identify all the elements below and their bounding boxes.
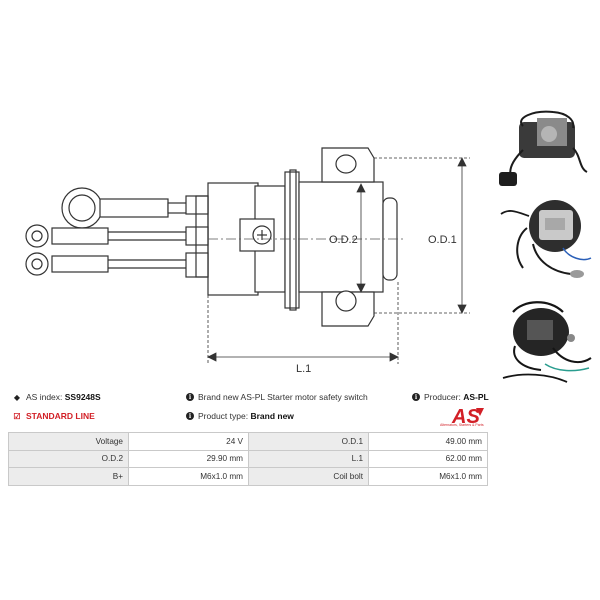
spec-label: B+ — [8, 467, 129, 486]
spec-label: L.1 — [248, 449, 369, 468]
spec-value: M6x1.0 mm — [368, 467, 488, 486]
table-row: Voltage 24 V O.D.1 49.00 mm — [8, 432, 488, 451]
producer-value: AS-PL — [463, 392, 489, 402]
spec-value: M6x1.0 mm — [128, 467, 249, 486]
info-icon: i — [186, 393, 194, 401]
product-photo-1 — [499, 110, 588, 186]
producer-row: i Producer: AS-PL — [412, 392, 489, 402]
logo-tagline: Alternators, Starters & Parts — [440, 423, 484, 427]
spec-table: Voltage 24 V O.D.1 49.00 mm O.D.2 29.90 … — [8, 432, 488, 486]
product-type-value: Brand new — [250, 411, 294, 421]
standard-line-row: ☑ STANDARD LINE — [12, 411, 95, 421]
as-index-value: SS9248S — [64, 392, 101, 402]
as-index-label: AS index: — [26, 392, 63, 402]
table-row: O.D.2 29.90 mm L.1 62.00 mm — [8, 449, 488, 468]
dim-label-l1: L.1 — [296, 363, 311, 375]
description-row: i Brand new AS-PL Starter motor safety s… — [186, 392, 368, 402]
spec-value: 24 V — [128, 432, 249, 451]
dim-label-od2: O.D.2 — [329, 234, 358, 246]
spec-value: 49.00 mm — [368, 432, 488, 451]
spec-value: 62.00 mm — [368, 449, 488, 468]
dim-label-od1: O.D.1 — [428, 234, 457, 246]
product-description: Brand new AS-PL Starter motor safety swi… — [198, 392, 368, 402]
as-pl-logo: AS — [451, 406, 484, 426]
producer-label: Producer: — [424, 392, 461, 402]
product-photo-3 — [502, 301, 592, 383]
checkbox-icon: ☑ — [13, 411, 21, 421]
info-icon: i — [186, 412, 194, 420]
svg-text:AS: AS — [451, 406, 480, 426]
table-row: B+ M6x1.0 mm Coil bolt M6x1.0 mm — [8, 467, 488, 486]
product-type-row: i Product type: Brand new — [186, 411, 294, 421]
product-type-label: Product type: — [198, 411, 249, 421]
spec-label: O.D.1 — [248, 432, 369, 451]
spec-label: O.D.2 — [8, 449, 129, 468]
spec-label: Voltage — [8, 432, 129, 451]
as-index-row: ◆ AS index: SS9248S — [12, 392, 101, 402]
tag-icon: ◆ — [13, 392, 21, 402]
standard-line-label: STANDARD LINE — [26, 411, 95, 421]
technical-drawing: O.D.2 O.D.1 L.1 — [25, 147, 470, 375]
spec-label: Coil bolt — [248, 467, 369, 486]
product-photo-2 — [500, 200, 592, 278]
info-icon: i — [412, 393, 420, 401]
spec-value: 29.90 mm — [128, 449, 249, 468]
